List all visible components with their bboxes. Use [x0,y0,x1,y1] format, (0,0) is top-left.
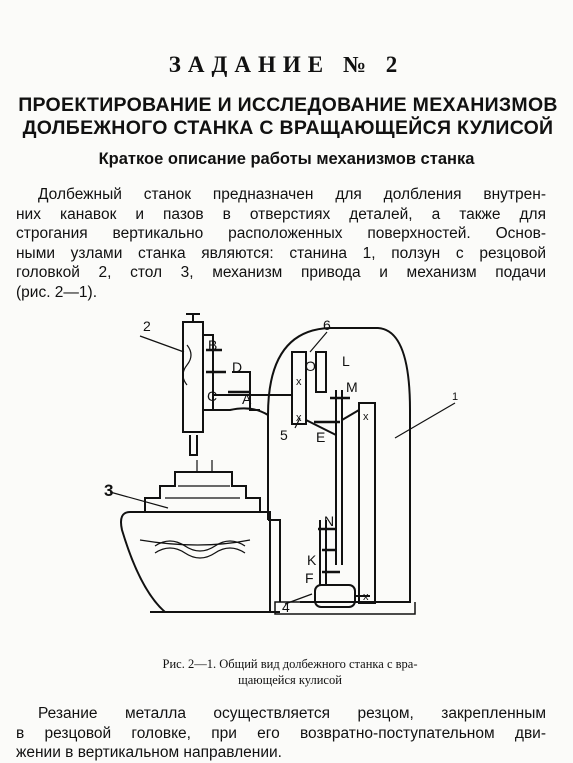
ram-slider [182,321,204,433]
label-3: 3 [104,481,113,500]
label-4: 4 [282,599,290,615]
label-F: F [305,570,314,586]
figure-caption-line-1: Рис. 2—1. Общий вид долбежного станка с … [162,657,418,671]
label-O: O [305,358,316,374]
cutting-paragraph: Резание металла осуществляется резцом, з… [16,704,546,763]
label-5: 5 [280,427,288,443]
table-base [120,511,271,613]
label-A: A [242,391,252,407]
section-subheading: Краткое описание работы механизмов станк… [98,150,475,168]
machine-frame [267,327,411,603]
label-B: B [208,337,217,353]
label-D: D [232,359,242,375]
paragraph-line: жении в вертикальном направлении. [16,744,282,761]
label-x: x [296,376,302,388]
label-N: N [324,513,334,529]
paragraph-line: строгания вертикально расположенных пове… [16,225,546,242]
paragraph-line: ными узлами станка являются: станина 1, … [16,244,546,262]
paragraph-line: Резание металла осуществляется резцом, з… [38,705,546,722]
label-E: E [316,429,325,445]
label-2: 2 [143,318,151,334]
figure-caption: Рис. 2—1. Общий вид долбежного станка с … [100,656,480,688]
label-L: L [342,353,350,369]
paragraph-line: в резцовой головке, при его возвратно-по… [16,724,546,742]
machine-figure: 2 6 1 3 4 5 B C D A O L M E N K F x x x … [104,313,458,615]
rocker-arm [291,351,307,425]
main-heading-line-1: ПРОЕКТИРОВАНИЕ И ИССЛЕДОВАНИЕ МЕХАНИЗМОВ [18,94,558,116]
intro-paragraph: Долбежный станок предназначен для долбле… [16,185,546,302]
label-M: M [346,379,358,395]
belt-arm [358,402,376,604]
label-6: 6 [323,317,331,333]
task-title: ЗАДАНИЕ № 2 [168,52,405,77]
label-K: K [307,552,317,568]
motor [314,584,356,608]
label-1: 1 [452,391,458,403]
main-heading: ПРОЕКТИРОВАНИЕ И ИССЛЕДОВАНИЕ МЕХАНИЗМОВ… [18,94,558,140]
label-x: x [363,591,369,603]
label-x: x [363,411,369,423]
table-stepped [144,471,261,512]
figure-caption-line-2: щающейся кулисой [238,673,342,687]
paragraph-line: (рис. 2—1). [16,283,98,301]
main-heading-line-2: ДОЛБЕЖНОГО СТАНКА С ВРАЩАЮЩЕЙСЯ КУЛИСОЙ [22,117,554,139]
paragraph-line: них канавок и пазов в отверстиях деталей… [16,205,546,223]
label-C: C [207,388,217,404]
label-x: x [296,412,302,424]
paragraph-line: Долбежный станок предназначен для долбле… [38,186,546,203]
paragraph-line: головкой 2, стол 3, механизм привода и м… [16,264,546,281]
